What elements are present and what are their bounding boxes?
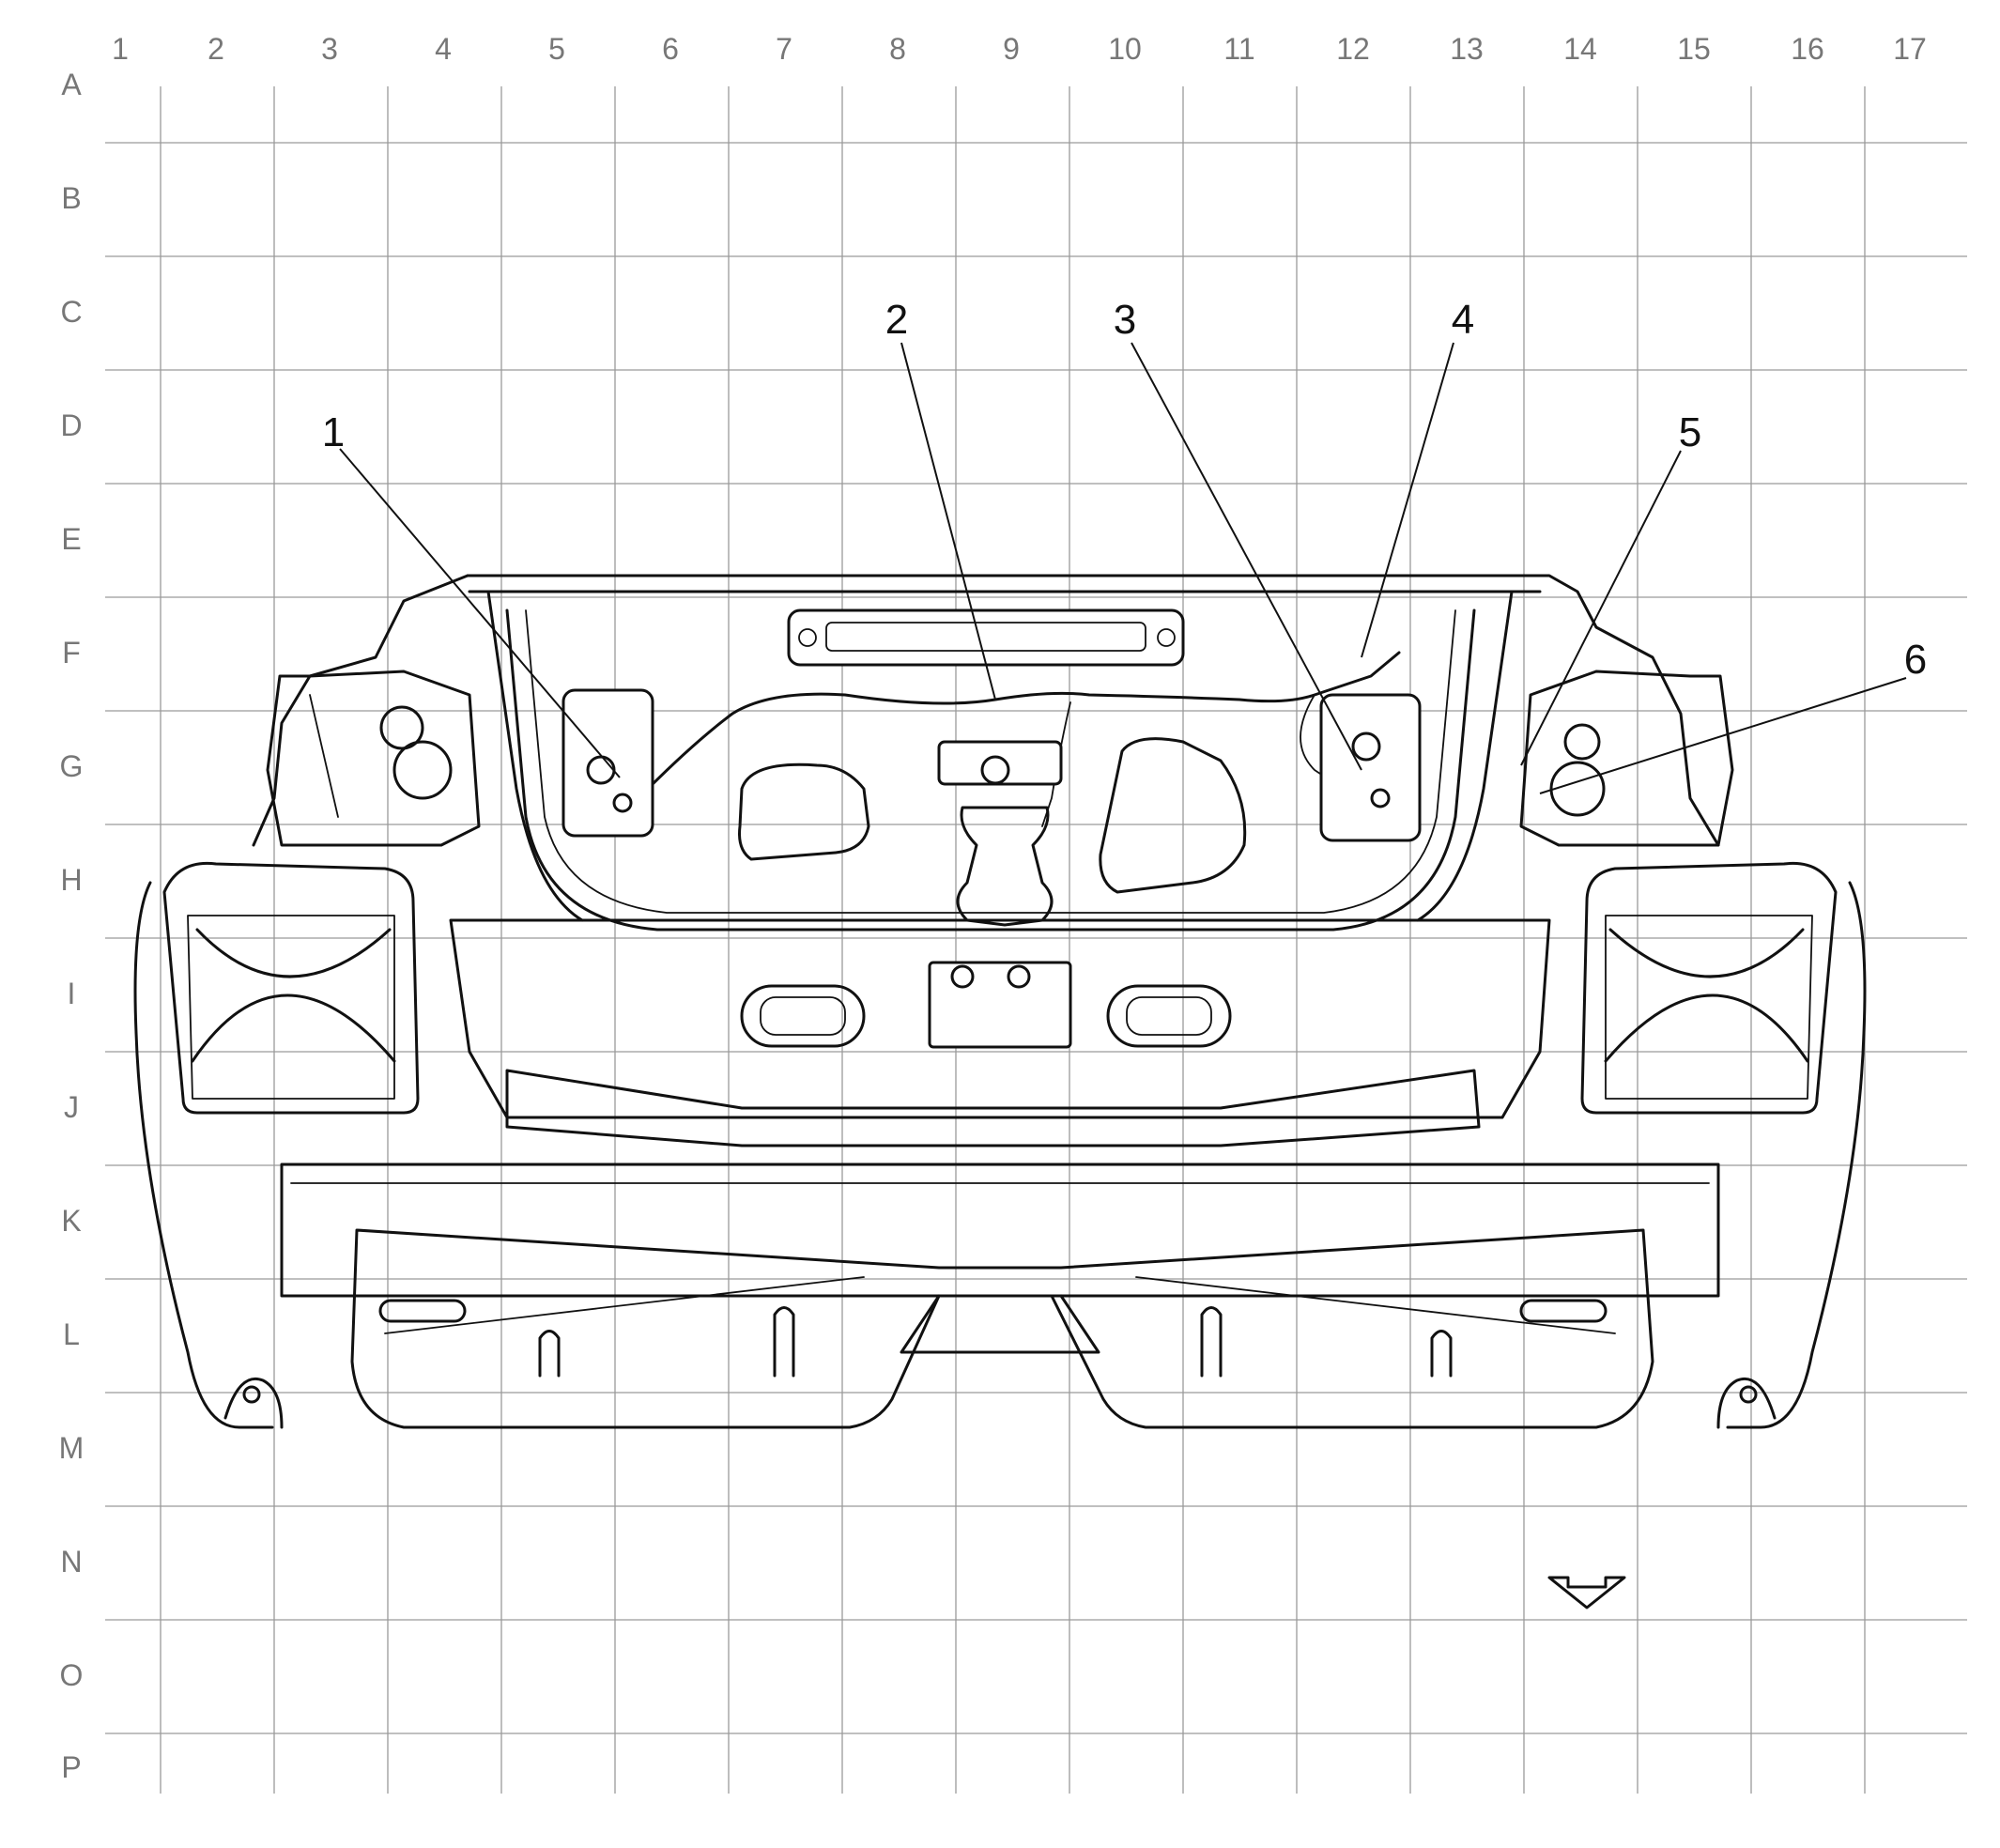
- latch-bracket: [937, 740, 1063, 786]
- row-label: G: [60, 749, 84, 783]
- callout-leader-5: [1520, 450, 1682, 766]
- rear-crossmember: [505, 1069, 1481, 1147]
- column-label: 14: [1563, 32, 1597, 66]
- column-label: 4: [435, 32, 452, 66]
- callout-4: 4: [1452, 297, 1474, 343]
- column-label: 1: [112, 32, 129, 66]
- column-label: 15: [1677, 32, 1711, 66]
- row-label: I: [68, 977, 76, 1010]
- left-tail-lamp-housing: [266, 670, 481, 847]
- rear-panel: [449, 918, 1551, 1119]
- column-label: 9: [1003, 32, 1020, 66]
- column-label: 2: [208, 32, 224, 66]
- row-label: C: [60, 295, 82, 329]
- row-label: J: [64, 1090, 79, 1124]
- row-label: M: [59, 1431, 85, 1465]
- row-label: P: [61, 1750, 81, 1784]
- row-label: K: [61, 1204, 81, 1238]
- latch-striker-plate: [928, 961, 1072, 1049]
- right-connector-bracket: [1319, 693, 1422, 842]
- callout-leader-1: [339, 448, 621, 778]
- callout-5: 5: [1679, 409, 1701, 455]
- callout-1: 1: [322, 409, 345, 455]
- column-label: 8: [889, 32, 906, 66]
- column-label: 10: [1108, 32, 1142, 66]
- callout-3: 3: [1114, 297, 1136, 343]
- row-label: F: [62, 636, 81, 670]
- callout-leader-2: [900, 342, 996, 701]
- column-label: 3: [321, 32, 338, 66]
- column-label: 12: [1336, 32, 1370, 66]
- row-label: O: [60, 1658, 84, 1692]
- column-label: 16: [1791, 32, 1824, 66]
- callout-2: 2: [885, 297, 908, 343]
- callout-leader-3: [1131, 342, 1362, 771]
- callout-numbers: 1 2 3 4 5 6: [322, 297, 1927, 683]
- vehicle-rear-structure-drawing: [133, 574, 1867, 1429]
- forward-arrow-icon: [1547, 1576, 1626, 1609]
- column-label: 11: [1223, 32, 1254, 66]
- lower-fascia-absorber: [350, 1228, 1654, 1429]
- row-labels: A B C D E F G H I J K L M N O P: [59, 68, 85, 1784]
- row-label: N: [60, 1545, 82, 1578]
- column-label: 6: [662, 32, 679, 66]
- location-grid: [105, 86, 1967, 1794]
- row-label: E: [61, 522, 81, 556]
- column-label: 13: [1450, 32, 1484, 66]
- right-tail-lamp-housing: [1519, 670, 1734, 847]
- column-label: 17: [1893, 32, 1927, 66]
- high-mount-lamp: [787, 608, 1185, 667]
- row-label: D: [60, 408, 82, 442]
- row-label: L: [63, 1317, 80, 1351]
- right-rear-fascia-lamp: [1580, 861, 1838, 1115]
- left-rear-fascia-lamp: [162, 861, 420, 1115]
- callout-leader-6: [1539, 677, 1907, 794]
- column-label: 5: [548, 32, 565, 66]
- column-labels: 1 2 3 4 5 6 7 8 9 10 11 12 13 14 15 16 1…: [112, 32, 1927, 66]
- row-label: H: [60, 863, 82, 897]
- row-label: B: [61, 181, 81, 215]
- callout-6: 6: [1904, 637, 1927, 683]
- row-label: A: [61, 68, 82, 101]
- latch-assembly: [956, 806, 1054, 927]
- callout-leader-4: [1361, 342, 1454, 658]
- callout-leaders: [339, 342, 1907, 794]
- column-label: 7: [776, 32, 792, 66]
- bumper-beam: [280, 1163, 1720, 1298]
